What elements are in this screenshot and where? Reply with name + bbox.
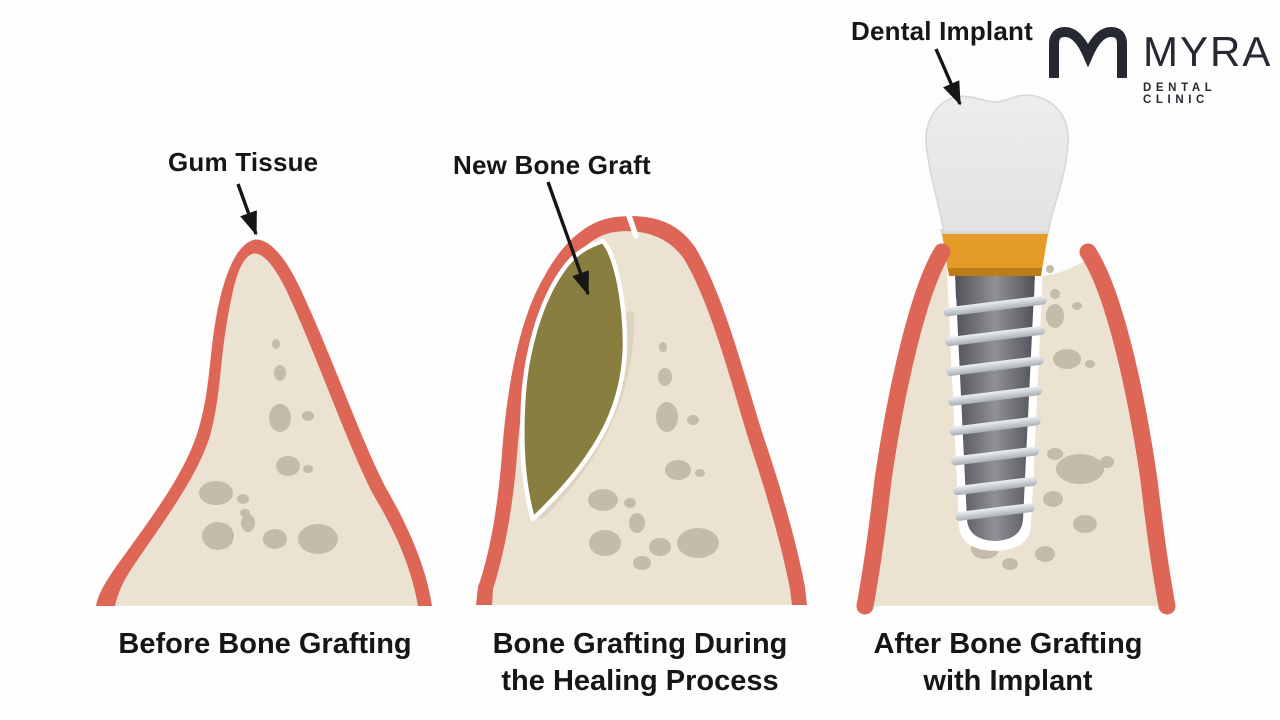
bone-spots [199, 339, 338, 554]
implant-abutment-shadow [948, 268, 1042, 276]
dental-implant-arrow [934, 48, 962, 106]
new-bone-graft-label: New Bone Graft [453, 150, 651, 180]
logo-tagline-text: DENTAL CLINIC [1143, 82, 1217, 106]
implant-screw-threads [943, 295, 1047, 521]
gum-tissue-left [856, 243, 951, 615]
implant-crown [925, 94, 1069, 233]
gum-tissue-label: Gum Tissue [168, 147, 319, 177]
during-ridge-illustration [476, 210, 807, 605]
tooth-m-monogram-icon [1049, 26, 1127, 78]
gum-split-notch [625, 210, 639, 239]
new-bone-graft-arrow [546, 181, 590, 296]
caption-line: with Implant [923, 665, 1093, 697]
before-caption: Before Bone Grafting [90, 626, 440, 663]
caption-line: Bone Grafting During [492, 628, 788, 660]
caption-line: After Bone Grafting [873, 628, 1143, 660]
during-caption: Bone Grafting During the Healing Process [462, 626, 818, 700]
after-caption: After Bone Grafting with Implant [828, 626, 1188, 700]
caption-line: Before Bone Grafting [118, 628, 412, 660]
bone-spots [588, 342, 719, 570]
myra-dental-clinic-logo: MYRA DENTAL CLINIC [1046, 24, 1280, 106]
logo-brand-text: MYRA [1143, 28, 1273, 75]
before-ridge-illustration [96, 239, 432, 607]
implant-ridge-illustration [856, 94, 1176, 615]
caption-line: the Healing Process [501, 665, 779, 697]
implant-abutment [942, 234, 1048, 276]
gum-tissue-arrow [236, 183, 258, 236]
dental-implant-label: Dental Implant [851, 16, 1033, 46]
bone-interior [115, 253, 418, 606]
gum-tissue-right [1079, 243, 1176, 615]
new-bone-graft-region [520, 238, 628, 522]
